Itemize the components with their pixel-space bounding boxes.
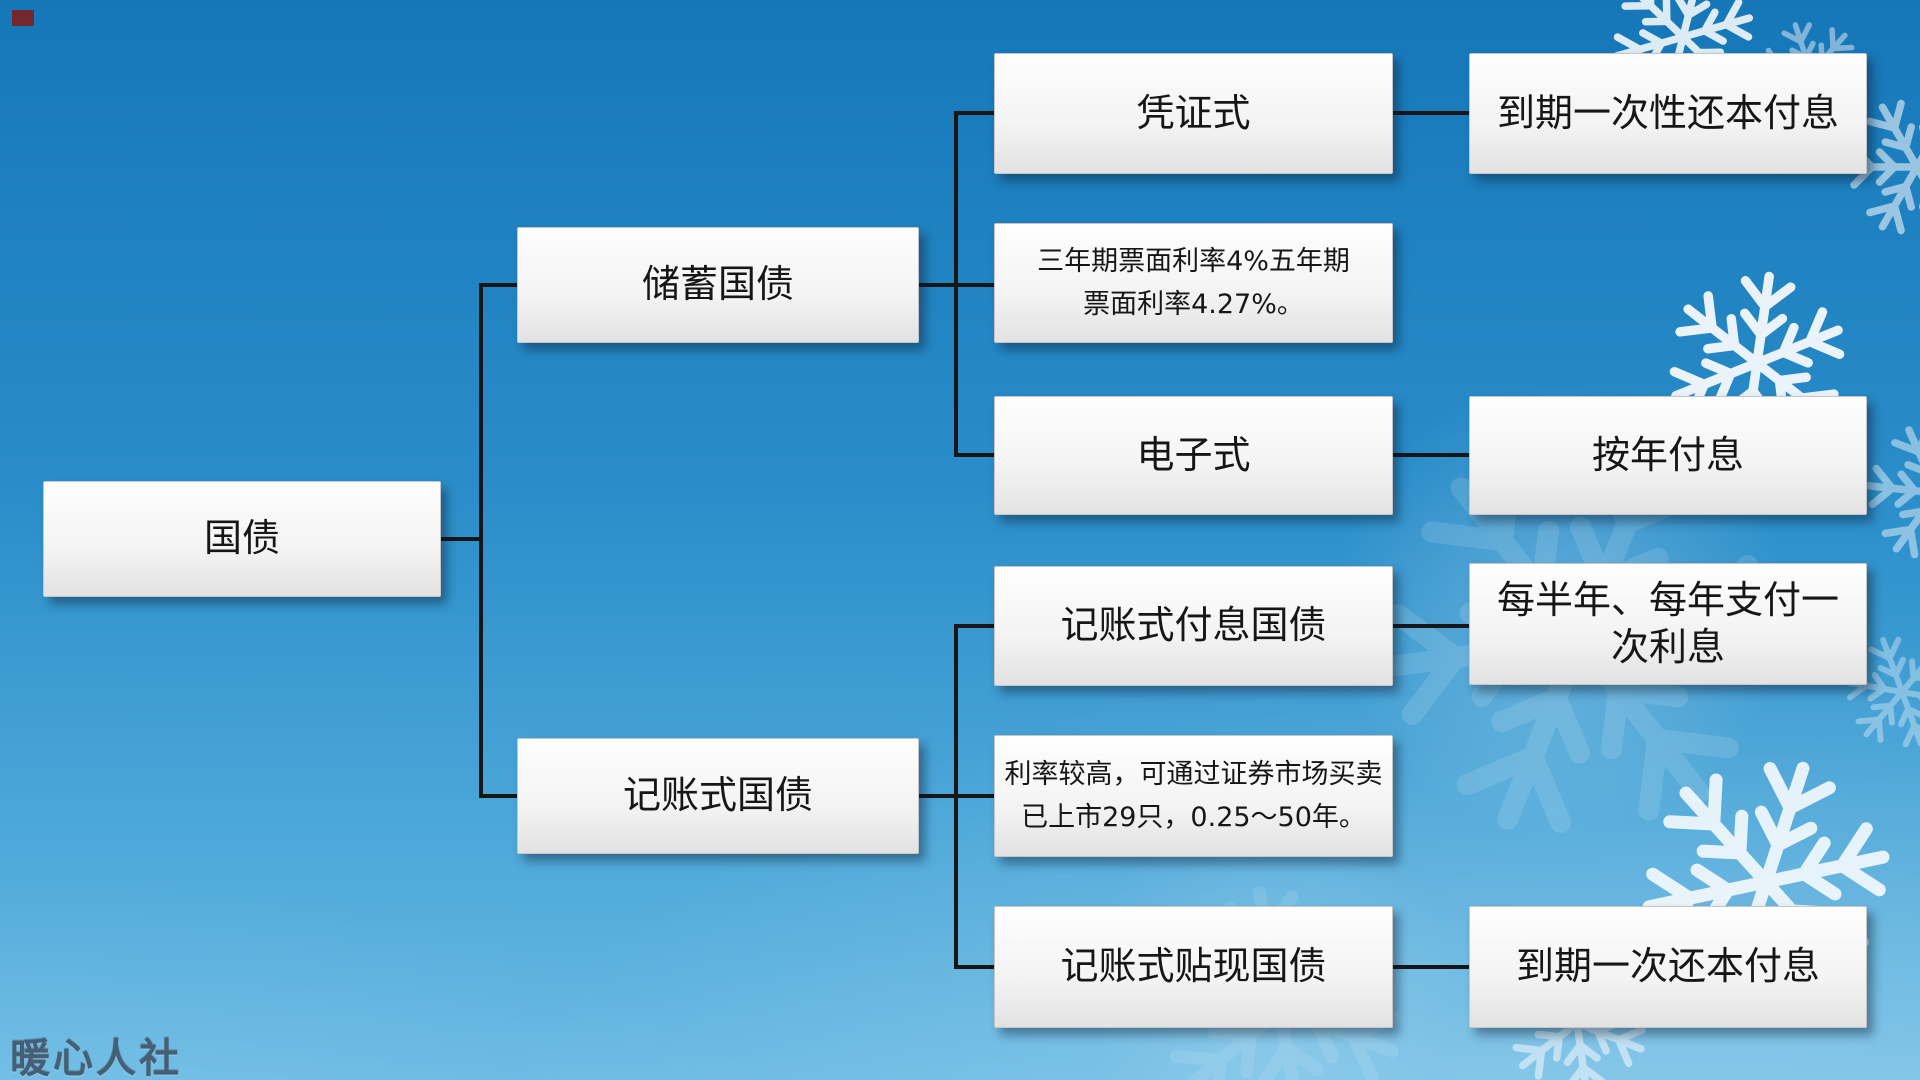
connector-line <box>954 111 994 115</box>
node-book-interest-payout: 每半年、每年支付一次利息 <box>1469 563 1867 685</box>
node-label: 按年付息 <box>1591 432 1744 477</box>
note-line: 三年期票面利率4%五年期 <box>1037 245 1350 277</box>
node-savings-rate-note: 三年期票面利率4%五年期 票面利率4.27%。 <box>994 223 1393 343</box>
node-label: 记账式付息国债 <box>1060 603 1327 648</box>
connector-line <box>1393 453 1469 457</box>
note-line: 已上市29只，0.25～50年。 <box>1021 802 1366 833</box>
node-label: 凭证式 <box>1136 90 1251 135</box>
node-government-bonds: 国债 <box>43 481 441 597</box>
connector-line <box>954 624 994 628</box>
connector-line <box>479 283 517 287</box>
node-book-entry-bonds: 记账式国债 <box>517 738 919 854</box>
connector-line <box>1393 965 1469 969</box>
node-book-discount-payout: 到期一次还本付息 <box>1469 906 1867 1028</box>
connector-line <box>479 283 483 798</box>
connector-line <box>954 624 958 969</box>
note-line: 利率较高，可通过证券市场买卖 <box>1004 758 1383 790</box>
node-label: 储蓄国债 <box>641 262 794 307</box>
node-label: 电子式 <box>1136 432 1251 477</box>
connector-line <box>1393 624 1469 628</box>
node-label: 国债 <box>203 516 280 561</box>
node-label: 记账式贴现国债 <box>1060 944 1327 989</box>
node-book-entry-discount-bonds: 记账式贴现国债 <box>994 906 1393 1028</box>
node-savings-bonds: 储蓄国债 <box>517 227 919 343</box>
node-certificate-payout: 到期一次性还本付息 <box>1469 53 1867 174</box>
connector-line <box>954 111 958 457</box>
node-certificate-type: 凭证式 <box>994 53 1393 174</box>
connector-line <box>479 794 517 798</box>
node-book-entry-interest-bonds: 记账式付息国债 <box>994 566 1393 686</box>
connector-line <box>1393 111 1469 115</box>
note-line: 票面利率4.27%。 <box>1083 289 1304 320</box>
node-book-entry-note: 利率较高，可通过证券市场买卖 已上市29只，0.25～50年。 <box>994 735 1393 857</box>
connector-line <box>954 965 994 969</box>
node-electronic-type: 电子式 <box>994 396 1393 515</box>
corner-mark <box>12 10 34 26</box>
connector-line <box>954 453 994 457</box>
node-label: 到期一次还本付息 <box>1515 944 1820 989</box>
watermark: 暖心人社 <box>10 1036 182 1080</box>
node-label: 每半年、每年支付一次利息 <box>1496 577 1839 670</box>
node-annual-interest-payout: 按年付息 <box>1469 396 1867 515</box>
node-label: 到期一次性还本付息 <box>1496 90 1839 135</box>
connector-line <box>441 537 481 541</box>
node-label: 记账式国债 <box>622 773 813 818</box>
